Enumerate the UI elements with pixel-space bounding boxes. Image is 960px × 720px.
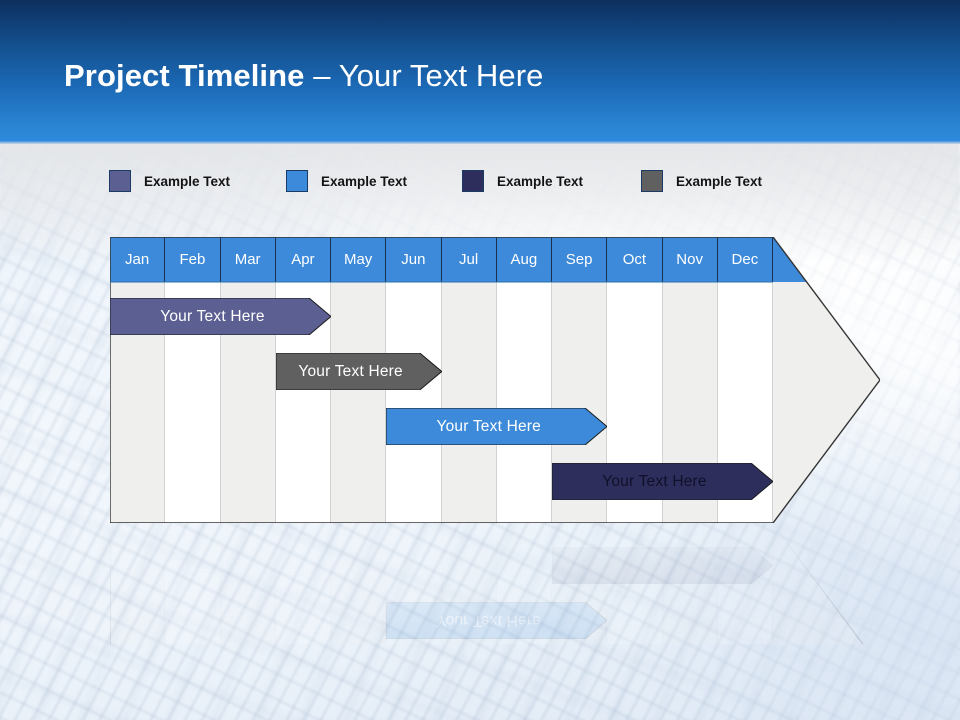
legend-item-3[interactable]: Example Text	[462, 168, 583, 194]
task-bar-1[interactable]: Your Text Here	[110, 298, 331, 335]
legend-swatch-icon	[109, 170, 131, 192]
task-bar-4[interactable]: Your Text Here	[552, 463, 773, 500]
legend-item-label: Example Text	[676, 173, 763, 189]
legend-item-label: Example Text	[321, 173, 408, 189]
legend-item-2[interactable]: Example Text	[286, 168, 407, 194]
legend-swatch-icon	[462, 170, 484, 192]
page-title-dash: –	[304, 58, 339, 93]
task-bar-label: Your Text Here	[298, 362, 403, 380]
legend-item-1[interactable]: Example Text	[109, 168, 230, 194]
legend: Example Text Example Text Example Text Exam…	[109, 168, 869, 194]
task-bar-shape	[275, 353, 442, 390]
task-bar-label: Your Text Here	[436, 417, 541, 435]
task-bar-shape	[386, 408, 608, 445]
legend-item-4[interactable]: Example Text	[641, 168, 762, 194]
page-title-rest: Your Text Here	[338, 58, 544, 93]
task-bar-shape	[110, 298, 331, 335]
page-title: Project Timeline – Your Text Here	[64, 57, 543, 95]
title-banner-edge	[0, 141, 960, 144]
task-bar-3[interactable]: Your Text Here	[386, 408, 608, 445]
task-bar-shape	[552, 463, 773, 500]
legend-swatch-icon	[286, 170, 308, 192]
legend-item-label: Example Text	[497, 173, 584, 189]
legend-item-label: Example Text	[144, 173, 231, 189]
legend-swatch-icon	[641, 170, 663, 192]
task-bar-label: Your Text Here	[160, 307, 265, 325]
task-bar-label: Your Text Here	[602, 472, 707, 490]
title-banner	[0, 0, 960, 143]
page-title-bold: Project Timeline	[64, 58, 305, 93]
task-bar-2[interactable]: Your Text Here	[275, 353, 442, 390]
